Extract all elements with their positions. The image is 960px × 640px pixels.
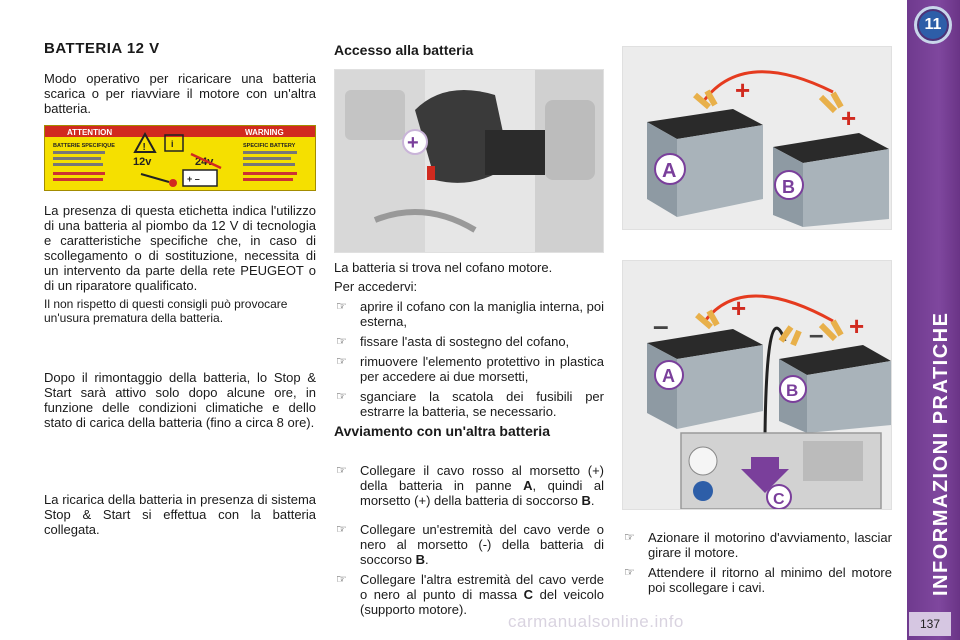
manual-icon (164, 134, 184, 152)
pointing-hand-icon: ☞ (624, 530, 635, 544)
chapter-sidebar (907, 0, 960, 640)
list-item: ☞Collegare il cavo rosso al morsetto (+)… (336, 463, 604, 508)
section-title-access: Accesso alla batteria (334, 42, 474, 58)
diagram-label-c: C (773, 491, 785, 508)
right-column-steps: ☞Azionare il motorino d'avviamento, lasc… (622, 530, 892, 600)
list-item: ☞aprire il cofano con la maniglia intern… (336, 299, 604, 329)
battery-a-icon: A (647, 329, 763, 429)
pointing-hand-icon: ☞ (336, 463, 347, 477)
list-item: ☞Collegare l'altra estremità del cavo ve… (336, 572, 604, 617)
pointing-hand-icon: ☞ (336, 522, 347, 536)
pointing-hand-icon: ☞ (336, 389, 347, 403)
intro-text: Modo operativo per ricaricare una batter… (44, 71, 316, 116)
section-title-jumpstart: Avviamento con un'altra batteria (334, 423, 550, 439)
access-sub: Per accedervi: (334, 279, 418, 294)
diagram-label-b2: B (786, 381, 798, 400)
page-number: 137 (909, 612, 951, 636)
diagram-label-a2: A (662, 366, 675, 386)
list-item: ☞rimuovere l'elemento protettivo in plas… (336, 354, 604, 384)
plus-sign-a: + (735, 75, 750, 105)
battery-b-icon: B (779, 345, 891, 433)
section-title-battery: BATTERIA 12 V (44, 40, 160, 57)
list-item: ☞sganciare la scatola dei fusibili per e… (336, 389, 604, 419)
chapter-badge: 11 (914, 6, 952, 44)
svg-text:+: + (407, 132, 419, 154)
arrow-down-icon (741, 457, 789, 493)
engine-bay-photo: + (334, 69, 604, 253)
pointing-hand-icon: ☞ (624, 565, 635, 579)
plus-sign-b2: + (849, 311, 864, 341)
access-intro: La batteria si trova nel cofano motore. (334, 260, 553, 275)
jumpstart-steps: ☞Collegare il cavo rosso al morsetto (+)… (334, 463, 604, 622)
pointing-hand-icon: ☞ (336, 334, 347, 348)
label-text-en: SPECIFIC BATTERY (243, 143, 296, 149)
diagram-label-a: A (662, 160, 676, 182)
chapter-title: INFORMAZIONI PRATICHE (930, 311, 952, 596)
plus-sign-b: + (841, 103, 856, 133)
minus-sign-a: – (653, 310, 669, 341)
pointing-hand-icon: ☞ (336, 299, 347, 313)
label-warning: WARNING (245, 128, 284, 137)
label-attention: ATTENTION (67, 128, 112, 137)
label-12v: 12v (133, 156, 152, 168)
svg-text:!: ! (143, 142, 146, 153)
pointing-hand-icon: ☞ (336, 354, 347, 368)
plus-sign-a2: + (731, 293, 746, 323)
stop-start-text: Dopo il rimontaggio della batteria, lo S… (44, 370, 316, 430)
label-text-fr: BATTERIE SPECIFIQUE (53, 143, 115, 149)
battery-a-icon: A (647, 109, 763, 217)
middle-column-body: La batteria si trova nel cofano motore. … (334, 260, 604, 424)
svg-text:i: i (171, 139, 174, 149)
pointing-hand-icon: ☞ (336, 572, 347, 586)
jumpstart-diagram-red-cable: + + A B (622, 46, 892, 230)
jumpstart-diagram-ground-cable: – + – + A B C (622, 260, 892, 510)
warning-triangle-icon (133, 131, 157, 153)
small-battery-icon (182, 169, 218, 187)
charging-text: La ricarica della batteria in presenza d… (44, 492, 316, 537)
left-column: BATTERIA 12 V Modo operativo per ricaric… (44, 40, 316, 116)
list-item: ☞fissare l'asta di sostegno del cofano, (336, 334, 570, 349)
battery-warning-label: ATTENTION WARNING BATTERIE SPECIFIQUE SP… (44, 125, 316, 191)
diagram-label-b: B (782, 177, 795, 197)
list-item: ☞Collegare un'estremità del cavo verde o… (336, 522, 604, 567)
svg-text:+ –: + – (187, 174, 200, 184)
left-column-body: La presenza di questa etichetta indica l… (44, 203, 316, 537)
minus-sign-b: – (809, 319, 823, 349)
list-item: ☞Attendere il ritorno al minimo del moto… (624, 565, 892, 595)
watermark: carmanualsonline.info (508, 612, 684, 631)
middle-column: Accesso alla batteria (334, 42, 604, 58)
label-explanation: La presenza di questa etichetta indica l… (44, 203, 316, 293)
label-note: Il non rispetto di questi consigli può p… (44, 297, 288, 325)
battery-b-icon: B (773, 133, 889, 227)
list-item: ☞Azionare il motorino d'avviamento, lasc… (624, 530, 892, 560)
